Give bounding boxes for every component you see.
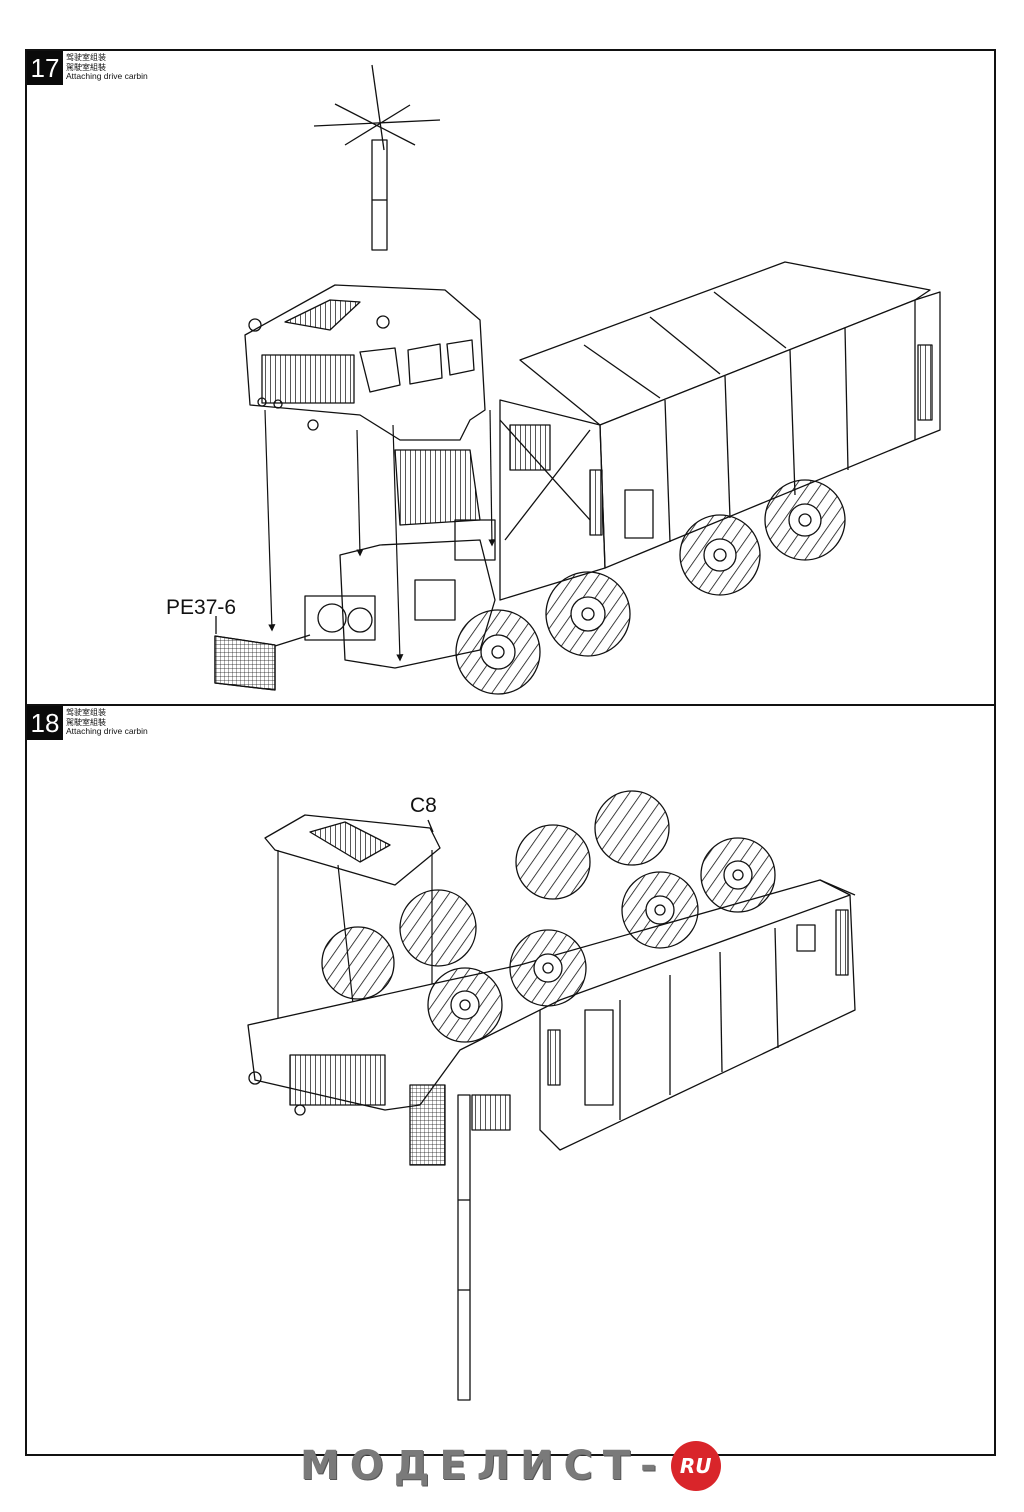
part-pe37-6 bbox=[214, 616, 311, 691]
step-title-en: Attaching drive carbin bbox=[66, 726, 148, 736]
step-title: 驾驶室组装 駕駛室組裝 Attaching drive carbin bbox=[66, 51, 148, 82]
chassis-front bbox=[304, 449, 496, 669]
step-17-header: 17 驾驶室组装 駕駛室組裝 Attaching drive carbin bbox=[27, 51, 148, 85]
step-18-wheel-hubs bbox=[450, 860, 753, 1020]
cargo-box bbox=[499, 261, 941, 601]
step-17-wheel-hubs bbox=[480, 503, 822, 670]
antenna-mast bbox=[313, 64, 441, 251]
step-18-header: 18 驾驶室组装 駕駛室組裝 Attaching drive carbin bbox=[27, 706, 148, 740]
step-18-drawing bbox=[247, 790, 856, 1401]
step-17-assembly-arrows bbox=[264, 409, 496, 662]
step-divider bbox=[25, 704, 996, 706]
part-c8-roof-panel bbox=[264, 814, 441, 886]
callout-pe37-6: PE37-6 bbox=[166, 596, 237, 619]
step-title-cn-traditional: 駕駛室組裝 bbox=[66, 717, 106, 727]
step-title: 驾驶室组装 駕駛室組裝 Attaching drive carbin bbox=[66, 706, 148, 737]
step-number: 17 bbox=[27, 51, 63, 85]
watermark-badge: RU bbox=[670, 1441, 721, 1491]
callout-c8: C8 bbox=[410, 794, 437, 817]
watermark-text: МОДЕЛИСТ- bbox=[300, 1443, 667, 1489]
antenna-mast-extended bbox=[457, 1094, 471, 1401]
step-number: 18 bbox=[27, 706, 63, 740]
page-frame bbox=[25, 49, 996, 1456]
cargo-body-inverted bbox=[471, 879, 856, 1151]
watermark-logo: МОДЕЛИСТ- RU bbox=[300, 1436, 721, 1496]
step-title-cn-traditional: 駕駛室組裝 bbox=[66, 62, 106, 72]
step-title-cn-simplified: 驾驶室组装 bbox=[66, 708, 106, 717]
step-17-wheels bbox=[455, 479, 846, 695]
step-title-cn-simplified: 驾驶室组装 bbox=[66, 53, 106, 62]
step-17-drawing bbox=[214, 64, 941, 695]
step-title-en: Attaching drive carbin bbox=[66, 71, 148, 81]
cab-assembly bbox=[244, 284, 486, 441]
